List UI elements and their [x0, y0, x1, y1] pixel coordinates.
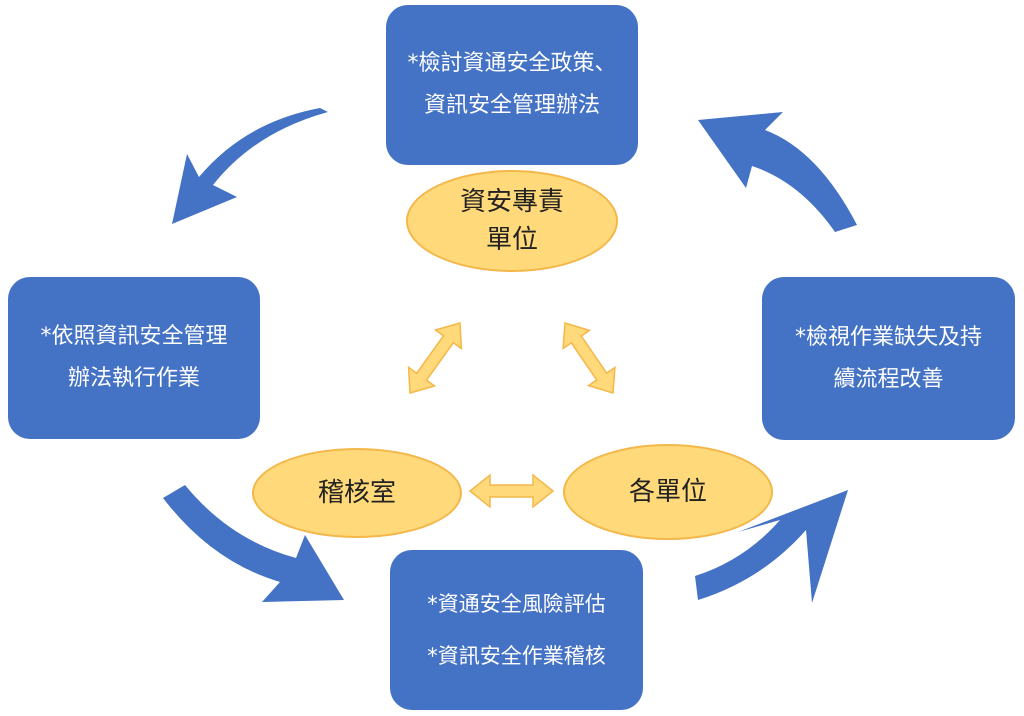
security-unit-line-2: 單位 [485, 225, 538, 255]
security-unit-ellipse: 資安專責 單位 [406, 170, 618, 272]
double-headed-arrow-icon [468, 473, 555, 509]
departments-ellipse: 各單位 [563, 444, 773, 540]
departments-label: 各單位 [628, 477, 707, 507]
curved-arrow-icon [695, 490, 848, 603]
curved-arrow-icon [172, 108, 328, 224]
execution-line-2: 辦法執行作業 [67, 366, 200, 391]
execution-box: *依照資訊安全管理 辦法執行作業 [8, 277, 260, 439]
policy-review-line-1: *檢討資通安全政策、 [407, 51, 617, 76]
double-headed-arrow-icon [562, 322, 616, 394]
assessment-line-2: *資訊安全作業稽核 [427, 644, 606, 668]
curved-arrow-icon [163, 485, 344, 602]
curved-arrow-icon [698, 112, 857, 232]
improvement-line-1: *檢視作業缺失及持 [794, 324, 982, 350]
security-unit-line-1: 資安專責 [459, 187, 564, 217]
audit-office-ellipse: 稽核室 [252, 448, 462, 538]
double-headed-arrow-shape [562, 322, 616, 394]
policy-review-box: *檢討資通安全政策、 資訊安全管理辦法 [386, 5, 638, 165]
double-headed-arrow-shape [468, 473, 555, 509]
double-headed-arrow-icon [407, 322, 463, 394]
improvement-box: *檢視作業缺失及持 續流程改善 [762, 277, 1015, 440]
assessment-box: *資通安全風險評估 *資訊安全作業稽核 [390, 550, 643, 710]
assessment-line-1: *資通安全風險評估 [427, 592, 606, 616]
execution-line-1: *依照資訊安全管理 [40, 324, 228, 349]
double-headed-arrow-shape [407, 322, 463, 394]
policy-review-line-2: 資訊安全管理辦法 [423, 93, 600, 118]
audit-office-label: 稽核室 [317, 478, 396, 508]
improvement-line-2: 續流程改善 [833, 366, 944, 392]
